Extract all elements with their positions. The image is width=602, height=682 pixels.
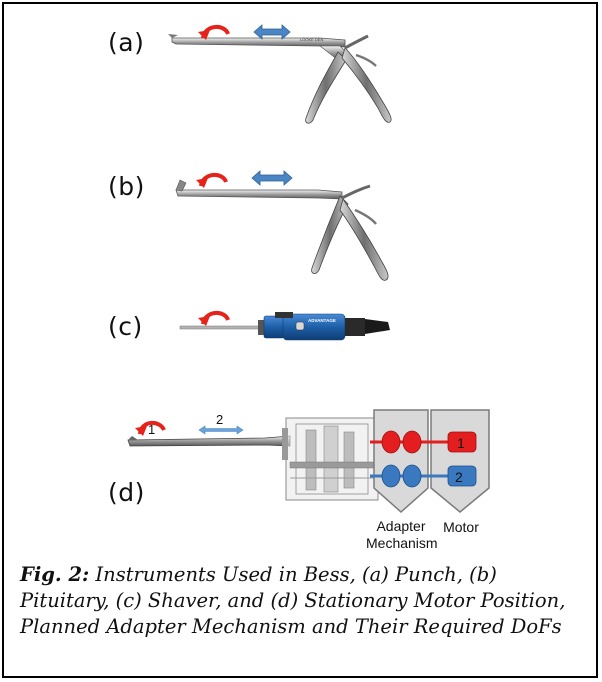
stationary-motor-diagram: 1 2 (127, 409, 490, 514)
dof-translation-label: 2 (216, 412, 223, 427)
adapter-label-line2: Mechanism (366, 535, 438, 551)
motor-1-label: 1 (457, 435, 465, 451)
adapter-mechanism-label: Adapter Mechanism (366, 518, 438, 552)
panel-label-d: (d) (108, 478, 145, 507)
pituitary-instrument (175, 179, 389, 281)
motor-label: Motor (443, 519, 479, 535)
caption-text: Instruments Used in Bess, (a) Punch, (b)… (20, 563, 566, 638)
shaver-instrument: ADVANTAGE (179, 312, 390, 341)
rotation-arrowhead-icon-b (196, 178, 208, 188)
translation-arrow-icon-b (251, 170, 293, 186)
panel-label-c: (c) (108, 312, 143, 341)
rotation-arrowhead-icon-c (198, 316, 210, 326)
motor-2-label: 2 (455, 469, 463, 485)
translation-arrow-icon-d (198, 425, 244, 435)
rotation-arrowhead-icon-d (135, 426, 147, 436)
instrument-illustrations: LOOKE DEN ADVANTAGE (127, 24, 490, 514)
punch-instrument: LOOKE DEN (168, 34, 392, 124)
shaver-brand-text: ADVANTAGE (308, 318, 336, 323)
rotation-arrowhead-icon (198, 30, 210, 40)
translation-arrow-icon (253, 24, 291, 40)
punch-brand-text: LOOKE DEN (300, 37, 323, 42)
dof-rotation-label: 1 (148, 422, 155, 437)
caption-lead: Fig. 2: (20, 563, 90, 586)
panel-label-b: (b) (108, 172, 145, 201)
panel-label-a: (a) (108, 28, 145, 57)
figure-caption: Fig. 2: Instruments Used in Bess, (a) Pu… (20, 562, 590, 640)
adapter-label-line1: Adapter (376, 518, 426, 534)
